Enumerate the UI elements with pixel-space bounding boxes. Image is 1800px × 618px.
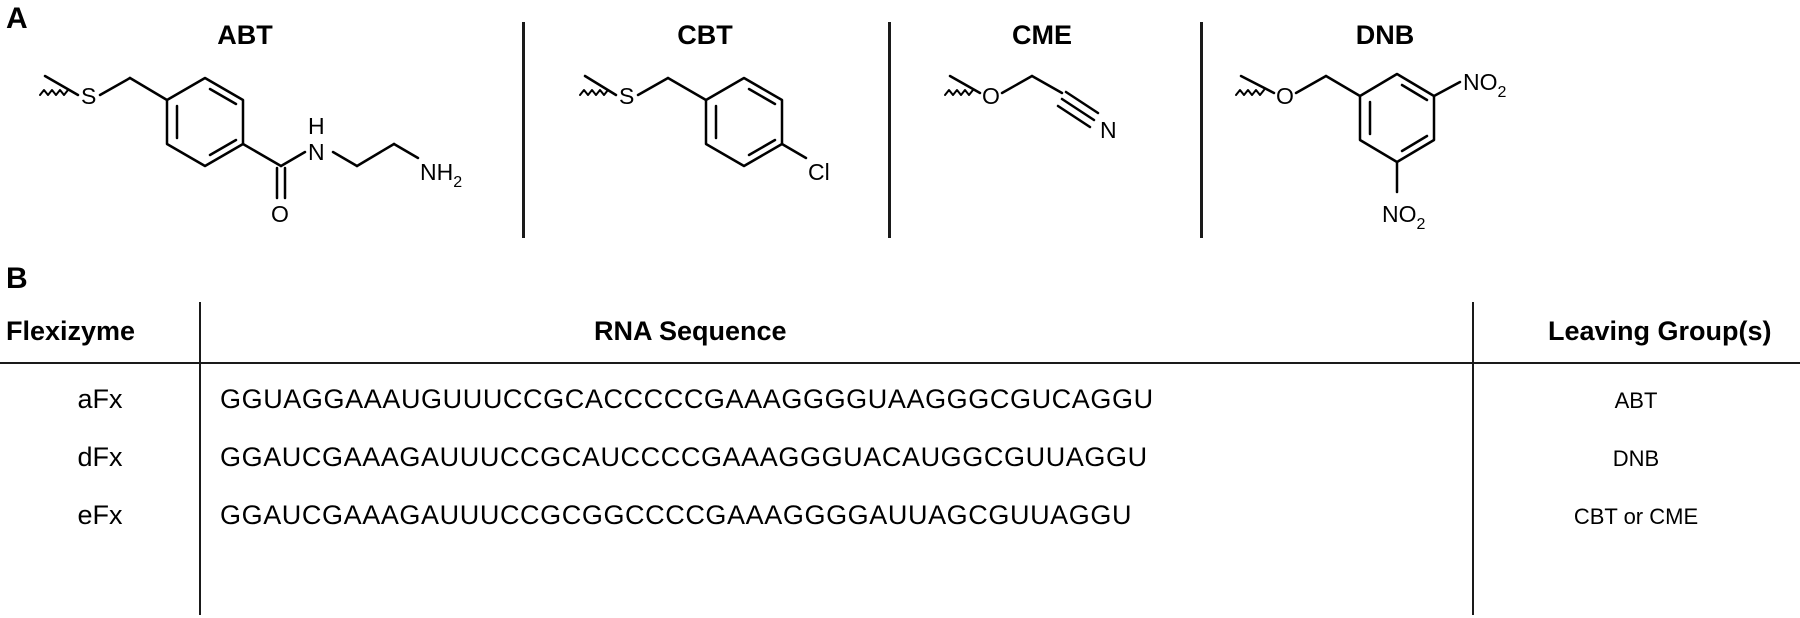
- cme-structure: [944, 74, 1100, 129]
- separator-3: [1200, 22, 1203, 238]
- row-leaving-group: ABT: [1614, 388, 1658, 413]
- cme-title: CME: [1012, 20, 1072, 50]
- separator-1: [522, 22, 525, 238]
- table-header-rule: [0, 362, 1800, 364]
- dnb-structure: [1235, 72, 1462, 194]
- abt-nh2-atom: NH2: [420, 159, 462, 191]
- abt-o-atom: O: [271, 201, 289, 227]
- panel-a-label: A: [6, 2, 28, 35]
- abt-title: ABT: [217, 20, 273, 50]
- cme-n-atom: N: [1100, 117, 1117, 143]
- panel-b-label: B: [6, 262, 28, 295]
- header-flexizyme: Flexizyme: [6, 316, 136, 346]
- abt-structure: [39, 74, 420, 200]
- chemical-structures: S H N O NH2 S Cl O N O NO2 NO2: [39, 69, 1507, 233]
- row-sequence: GGUAGGAAAUGUUUCCGCACCCCCGAAAGGGGUAAGGGCG…: [220, 384, 1154, 414]
- dnb-no2-top: NO2: [1463, 69, 1507, 101]
- dnb-no2-bottom: NO2: [1382, 201, 1426, 233]
- header-rna-sequence: RNA Sequence: [594, 316, 787, 346]
- table-col-separator-1: [199, 302, 201, 615]
- cbt-cl-atom: Cl: [808, 159, 830, 185]
- cme-o-atom: O: [982, 83, 1000, 109]
- abt-n-atom: N: [308, 139, 325, 165]
- row-flexizyme: eFx: [77, 500, 123, 530]
- row-flexizyme: dFx: [77, 442, 123, 472]
- separator-2: [888, 22, 891, 238]
- abt-s-atom: S: [81, 83, 96, 109]
- row-leaving-group: CBT or CME: [1573, 504, 1699, 529]
- table-col-separator-2: [1472, 302, 1474, 615]
- abt-h-atom: H: [308, 113, 325, 139]
- row-leaving-group: DNB: [1612, 446, 1660, 471]
- row-sequence: GGAUCGAAAGAUUUCCGCAUCCCCGAAAGGGUACAUGGCG…: [220, 442, 1148, 472]
- cbt-structure: [579, 74, 808, 168]
- cbt-s-atom: S: [619, 83, 634, 109]
- row-sequence: GGAUCGAAAGAUUUCCGCGGCCCCGAAAGGGGAUUAGCGU…: [220, 500, 1133, 530]
- cbt-title: CBT: [677, 20, 733, 50]
- dnb-o-atom: O: [1276, 83, 1294, 109]
- row-flexizyme: aFx: [77, 384, 123, 414]
- dnb-title: DNB: [1355, 20, 1415, 50]
- header-leaving-groups: Leaving Group(s): [1548, 316, 1772, 346]
